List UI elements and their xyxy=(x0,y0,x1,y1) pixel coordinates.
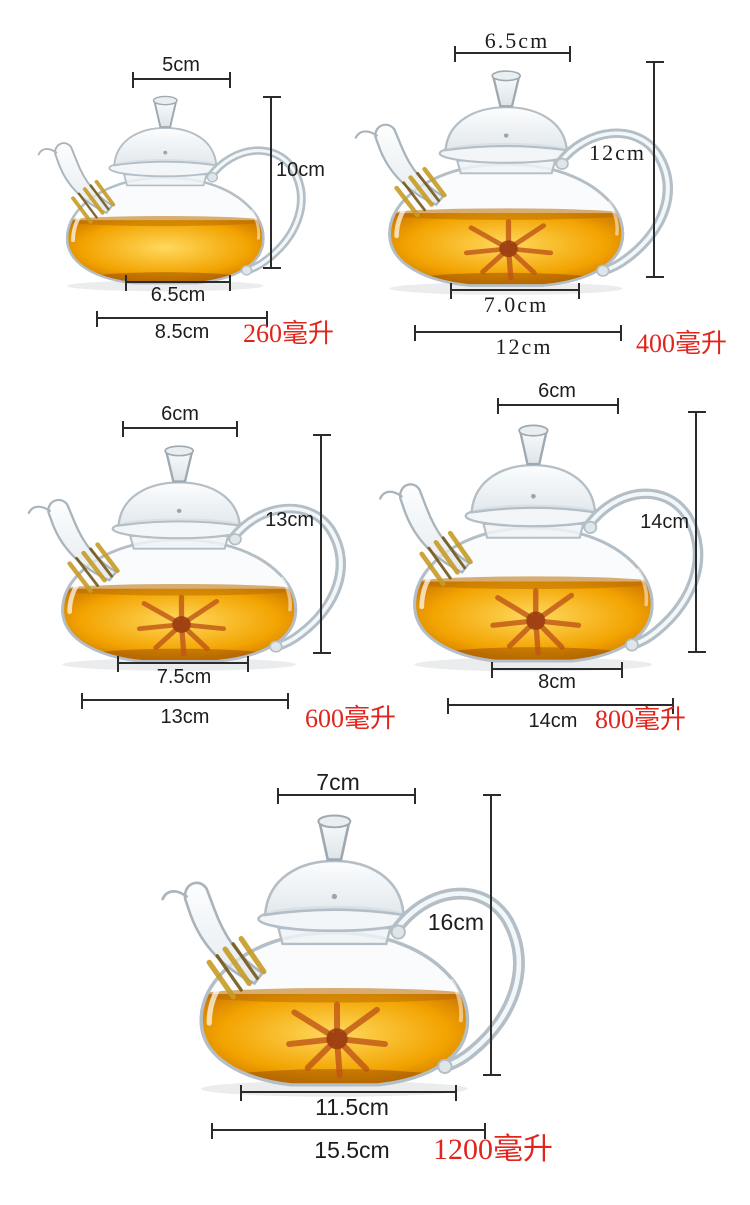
overall-width-label: 12cm xyxy=(495,334,553,359)
overall-width-line xyxy=(96,311,268,327)
height-label: 12cm xyxy=(589,140,646,165)
height-label: 16cm xyxy=(427,909,484,935)
lid-width-label: 5cm xyxy=(162,54,200,76)
height-line xyxy=(483,794,501,1076)
lid-width-label: 6cm xyxy=(161,403,199,425)
capacity-label: 1200毫升 xyxy=(433,1133,553,1166)
lid-width-line xyxy=(497,398,619,414)
capacity-label: 400毫升 xyxy=(636,329,728,358)
height-label: 14cm xyxy=(640,511,689,533)
overall-width-label: 8.5cm xyxy=(154,321,210,343)
lid-width-label: 7cm xyxy=(316,769,360,795)
height-line xyxy=(263,96,281,269)
lid-width-line xyxy=(122,421,238,437)
capacity-label: 260毫升 xyxy=(243,319,335,348)
overall-width-line xyxy=(81,693,289,709)
inner-base-width-line xyxy=(240,1085,457,1101)
height-label: 13cm xyxy=(265,509,314,531)
inner-base-width-label: 6.5cm xyxy=(150,284,206,306)
overall-width-label: 15.5cm xyxy=(314,1137,390,1163)
overall-width-line xyxy=(447,698,674,714)
inner-base-width-line xyxy=(125,275,231,291)
overall-width-label: 14cm xyxy=(528,710,578,732)
height-line xyxy=(688,411,706,653)
lid-width-line xyxy=(132,72,231,88)
teapot-1200ml-illustration xyxy=(140,799,566,1102)
inner-base-width-line xyxy=(450,283,580,299)
overall-width-line xyxy=(414,325,622,341)
inner-base-width-line xyxy=(117,656,249,672)
inner-base-width-line xyxy=(491,662,623,678)
lid-width-line xyxy=(454,46,571,62)
lid-width-label: 6cm xyxy=(538,380,576,402)
inner-base-width-label: 8cm xyxy=(538,671,576,693)
lid-width-label: 6.5cm xyxy=(484,28,550,53)
inner-base-width-label: 7.0cm xyxy=(483,292,549,317)
capacity-label: 600毫升 xyxy=(305,704,397,733)
inner-base-width-label: 7.5cm xyxy=(156,666,212,688)
height-label: 10cm xyxy=(276,159,325,181)
overall-width-line xyxy=(211,1123,486,1139)
capacity-label: 800毫升 xyxy=(595,705,687,734)
overall-width-label: 13cm xyxy=(160,706,210,728)
inner-base-width-label: 11.5cm xyxy=(315,1094,389,1120)
height-line xyxy=(646,61,664,278)
height-line xyxy=(313,434,331,654)
lid-width-line xyxy=(277,788,416,804)
